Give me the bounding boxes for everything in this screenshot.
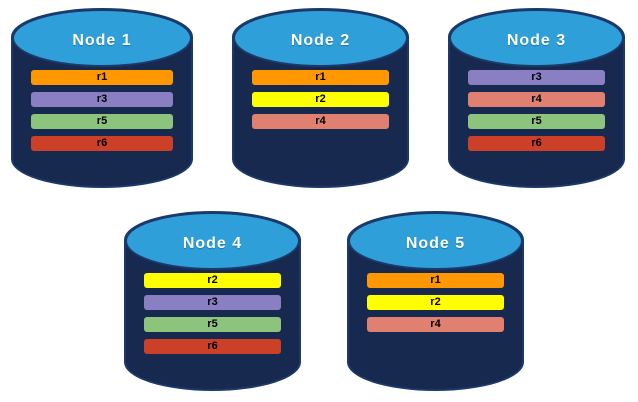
database-node-4[interactable]: Node 4 r2 r3 r5 r6 xyxy=(124,211,301,391)
node-title: Node 2 xyxy=(290,32,351,49)
shard-bar[interactable]: r6 xyxy=(144,339,281,354)
shard-label: r5 xyxy=(207,318,218,330)
database-node-1[interactable]: Node 1 r1 r3 r5 r6 xyxy=(11,8,193,188)
shard-bar[interactable]: r4 xyxy=(468,92,605,107)
cylinder-top-icon: Node 2 xyxy=(233,9,408,67)
shard-bar[interactable]: r1 xyxy=(31,70,173,85)
shard-list: r2 r3 r5 r6 xyxy=(124,269,301,354)
shard-label: r6 xyxy=(531,137,542,149)
shard-bar[interactable]: r5 xyxy=(468,114,605,129)
shard-bar[interactable]: r4 xyxy=(252,114,389,129)
shard-list: r3 r4 r5 r6 xyxy=(448,66,625,151)
database-node-3[interactable]: Node 3 r3 r4 r5 r6 xyxy=(448,8,625,188)
node-title: Node 3 xyxy=(506,32,567,49)
shard-bar[interactable]: r6 xyxy=(468,136,605,151)
cylinder-top-icon: Node 3 xyxy=(449,9,624,67)
shard-bar[interactable]: r2 xyxy=(367,295,504,310)
shard-bar[interactable]: r2 xyxy=(144,273,281,288)
cylinder-top-icon: Node 1 xyxy=(12,9,192,67)
database-node-2[interactable]: Node 2 r1 r2 r4 xyxy=(232,8,409,188)
shard-bar[interactable]: r2 xyxy=(252,92,389,107)
shard-label: r5 xyxy=(531,115,542,127)
shard-bar[interactable]: r1 xyxy=(367,273,504,288)
shard-bar[interactable]: r5 xyxy=(144,317,281,332)
shard-list: r1 r3 r5 r6 xyxy=(11,66,193,151)
shard-label: r4 xyxy=(531,93,542,105)
shard-label: r2 xyxy=(430,296,441,308)
shard-label: r6 xyxy=(96,137,108,149)
shard-bar[interactable]: r3 xyxy=(144,295,281,310)
shard-list: r1 r2 r4 xyxy=(232,66,409,129)
node-title: Node 4 xyxy=(182,235,243,252)
node-title: Node 1 xyxy=(72,32,132,49)
shard-label: r4 xyxy=(430,318,441,330)
shard-label: r2 xyxy=(207,274,218,286)
database-node-5[interactable]: Node 5 r1 r2 r4 xyxy=(347,211,524,391)
shard-list: r1 r2 r4 xyxy=(347,269,524,332)
shard-label: r3 xyxy=(531,71,542,83)
shard-label: r2 xyxy=(315,93,326,105)
shard-label: r3 xyxy=(207,296,218,308)
node-title: Node 5 xyxy=(405,235,466,252)
shard-bar[interactable]: r3 xyxy=(468,70,605,85)
shard-label: r1 xyxy=(96,71,108,83)
shard-bar[interactable]: r3 xyxy=(31,92,173,107)
shard-label: r5 xyxy=(96,115,108,127)
shard-bar[interactable]: r1 xyxy=(252,70,389,85)
shard-label: r6 xyxy=(207,340,218,352)
shard-label: r4 xyxy=(315,115,326,127)
shard-label: r1 xyxy=(315,71,326,83)
shard-bar[interactable]: r6 xyxy=(31,136,173,151)
shard-label: r1 xyxy=(430,274,441,286)
shard-bar[interactable]: r5 xyxy=(31,114,173,129)
shard-label: r3 xyxy=(96,93,108,105)
cylinder-top-icon: Node 5 xyxy=(348,212,523,270)
cylinder-top-icon: Node 4 xyxy=(125,212,300,270)
shard-bar[interactable]: r4 xyxy=(367,317,504,332)
